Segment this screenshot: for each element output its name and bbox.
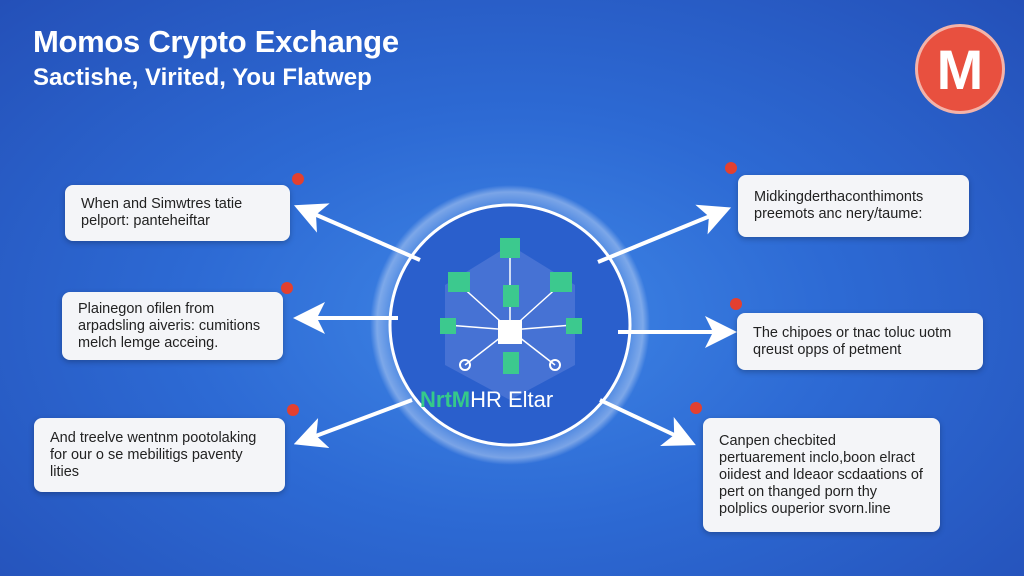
card-text: And treelve wentnm pootolaking for our o…	[50, 429, 257, 480]
alert-icon	[287, 404, 299, 416]
info-card-left-1: When and Simwtres tatie pelport: pantehe…	[65, 185, 290, 241]
card-text: Canpen checbited pertuarement inclo,boon…	[719, 432, 923, 517]
card-text: Midkingderthaconthimonts preemots anc ne…	[754, 189, 924, 222]
info-card-left-2: Plainegon ofilen from arpadsling aiveris…	[62, 292, 283, 360]
arrow-left-1	[293, 203, 421, 262]
alert-icon	[725, 162, 737, 174]
hub-label: NrtMHR Eltar	[420, 387, 553, 413]
arrow-right-3	[599, 398, 696, 446]
card-text: When and Simwtres tatie pelport: pantehe…	[81, 196, 243, 229]
network-icon	[440, 238, 582, 400]
card-text: Plainegon ofilen from arpadsling aiveris…	[78, 300, 261, 351]
brand-logo: M	[915, 24, 1005, 114]
arrow-left-3	[293, 398, 413, 448]
page-title: Momos Crypto Exchange	[33, 24, 399, 59]
alert-icon	[281, 282, 293, 294]
info-card-right-3: Canpen checbited pertuarement inclo,boon…	[703, 418, 940, 532]
hub-label-white: HR Eltar	[470, 387, 554, 412]
hub-label-green: NrtM	[420, 387, 471, 412]
info-card-left-3: And treelve wentnm pootolaking for our o…	[34, 418, 285, 492]
arrow-right-1	[597, 204, 732, 264]
alert-icon	[690, 402, 702, 414]
page-subtitle: Sactishe, Virited, You Flatwep	[33, 64, 372, 91]
info-card-right-1: Midkingderthaconthimonts preemots anc ne…	[738, 175, 969, 237]
card-text: The chipoes or tnac toluc uotm qreust op…	[753, 324, 952, 358]
alert-icon	[292, 173, 304, 185]
info-card-right-2: The chipoes or tnac toluc uotm qreust op…	[737, 313, 983, 370]
alert-icon	[730, 298, 742, 310]
